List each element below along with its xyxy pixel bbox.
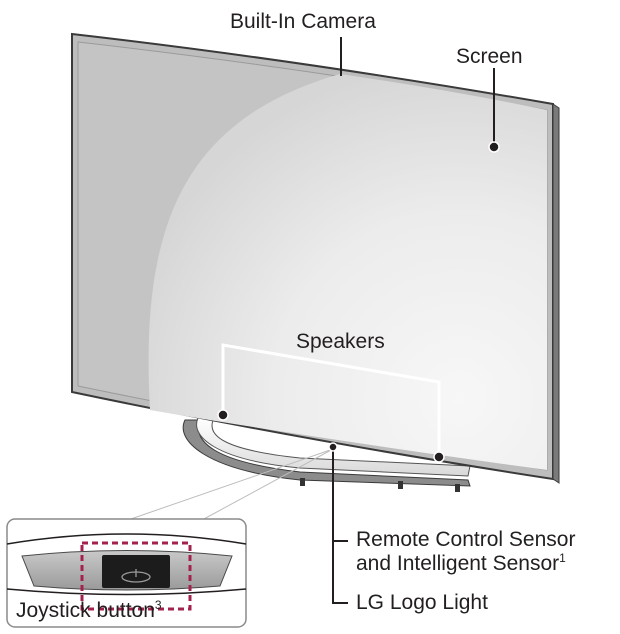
label-remote-control-sensor: Remote Control Sensor and Intelligent Se…: [356, 528, 575, 578]
label-screen: Screen: [456, 45, 523, 68]
joystick-inset: [6, 518, 247, 628]
joystick-footnote: 3: [154, 598, 162, 612]
screen-dot: [488, 141, 500, 153]
sensor-dot: [328, 442, 338, 452]
tv-screen: [71, 32, 560, 484]
speakers-callout-bracket: [221, 343, 441, 457]
speaker-left-dot: [217, 409, 229, 421]
label-speakers: Speakers: [296, 330, 385, 353]
callout-dots: [217, 141, 500, 463]
callout-lines: [127, 37, 495, 604]
label-lg-logo-light: LG Logo Light: [356, 591, 488, 614]
lg-logo-callout-line: [332, 541, 348, 604]
zoom-guide-line-left: [127, 448, 334, 521]
tv-stand: [182, 417, 471, 492]
label-joystick-button: Joystick button3: [16, 598, 162, 625]
label-joystick-text: Joystick button: [16, 599, 155, 622]
label-built-in-camera: Built-In Camera: [230, 10, 376, 33]
speaker-right-dot: [433, 451, 445, 463]
zoom-guide-line-right: [201, 448, 334, 521]
joystick-highlight: [80, 541, 192, 611]
power-icon: [121, 569, 151, 583]
label-remote-line2: and Intelligent Sensor: [356, 552, 560, 575]
remote-footnote: 1: [559, 551, 566, 565]
label-remote-line1: Remote Control Sensor: [356, 528, 576, 551]
